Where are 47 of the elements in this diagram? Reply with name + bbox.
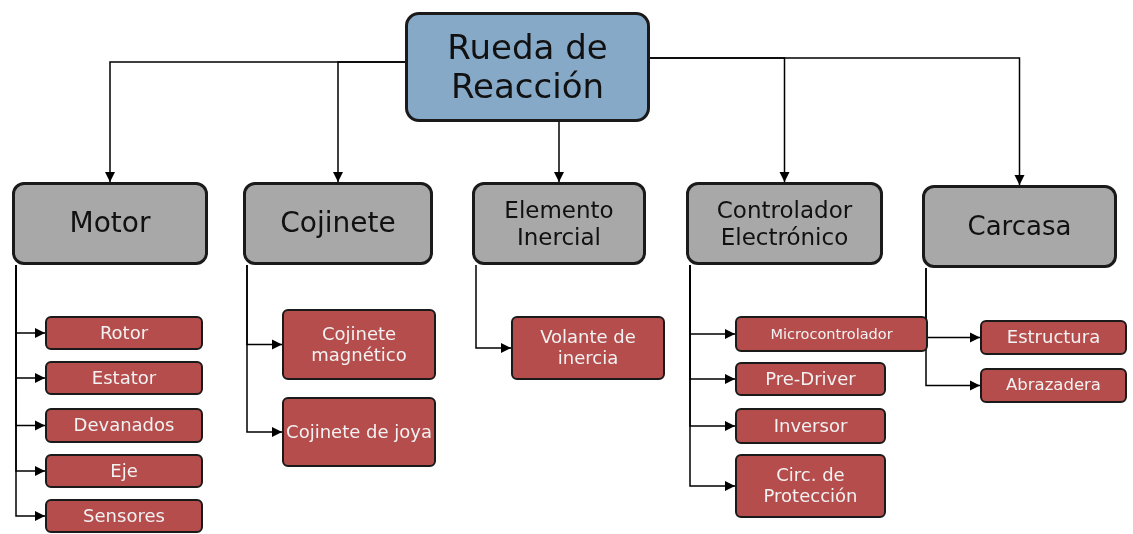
component-box xyxy=(45,454,203,488)
component-box xyxy=(735,408,886,444)
component-box xyxy=(735,316,928,352)
node-label: Cojinete xyxy=(280,207,396,240)
category-box xyxy=(922,185,1117,268)
arrow xyxy=(332,61,406,183)
node-label: Carcasa xyxy=(967,211,1072,242)
component-box xyxy=(45,361,203,395)
arrow xyxy=(553,121,565,183)
component-box xyxy=(45,499,203,533)
arrow xyxy=(475,264,512,354)
node-label: Abrazadera xyxy=(1006,376,1101,395)
component-box xyxy=(282,309,436,380)
component-box xyxy=(282,397,436,467)
node-label: Devanados xyxy=(73,415,175,436)
node-label: Cojinete de joya xyxy=(286,421,432,443)
node-label: Pre-Driver xyxy=(765,368,856,390)
node-label: Controlador Electrónico xyxy=(715,197,854,250)
arrow xyxy=(649,57,1025,186)
component-box xyxy=(511,316,665,380)
arrow xyxy=(15,264,46,522)
arrow xyxy=(689,264,736,492)
category-box xyxy=(686,182,883,265)
component-box xyxy=(45,316,203,350)
component-box xyxy=(45,408,203,443)
node-label: Estructura xyxy=(1006,327,1101,348)
node-label: Estator xyxy=(91,367,157,389)
node-label: Inversor xyxy=(773,415,848,437)
node-label: Sensores xyxy=(83,505,165,527)
component-box xyxy=(980,368,1127,403)
node-label: Microcontrolador xyxy=(770,325,893,343)
category-box xyxy=(472,182,646,265)
node-label: Rueda de Reacción xyxy=(446,27,609,107)
category-box xyxy=(12,182,208,265)
node-label: Elemento Inercial xyxy=(503,197,615,250)
component-box xyxy=(735,362,886,396)
node-label: Rotor xyxy=(99,322,149,344)
arrow xyxy=(246,264,283,438)
node-label: Volante de inercia xyxy=(539,327,637,369)
node-label: Eje xyxy=(110,460,138,482)
root-box xyxy=(405,12,650,122)
component-box xyxy=(980,320,1127,355)
node-label: Motor xyxy=(69,207,151,240)
node-label: Cojinete magnético xyxy=(310,323,408,366)
category-box xyxy=(243,182,433,265)
node-label: Circ. de Protección xyxy=(762,465,859,507)
component-box xyxy=(735,454,886,518)
